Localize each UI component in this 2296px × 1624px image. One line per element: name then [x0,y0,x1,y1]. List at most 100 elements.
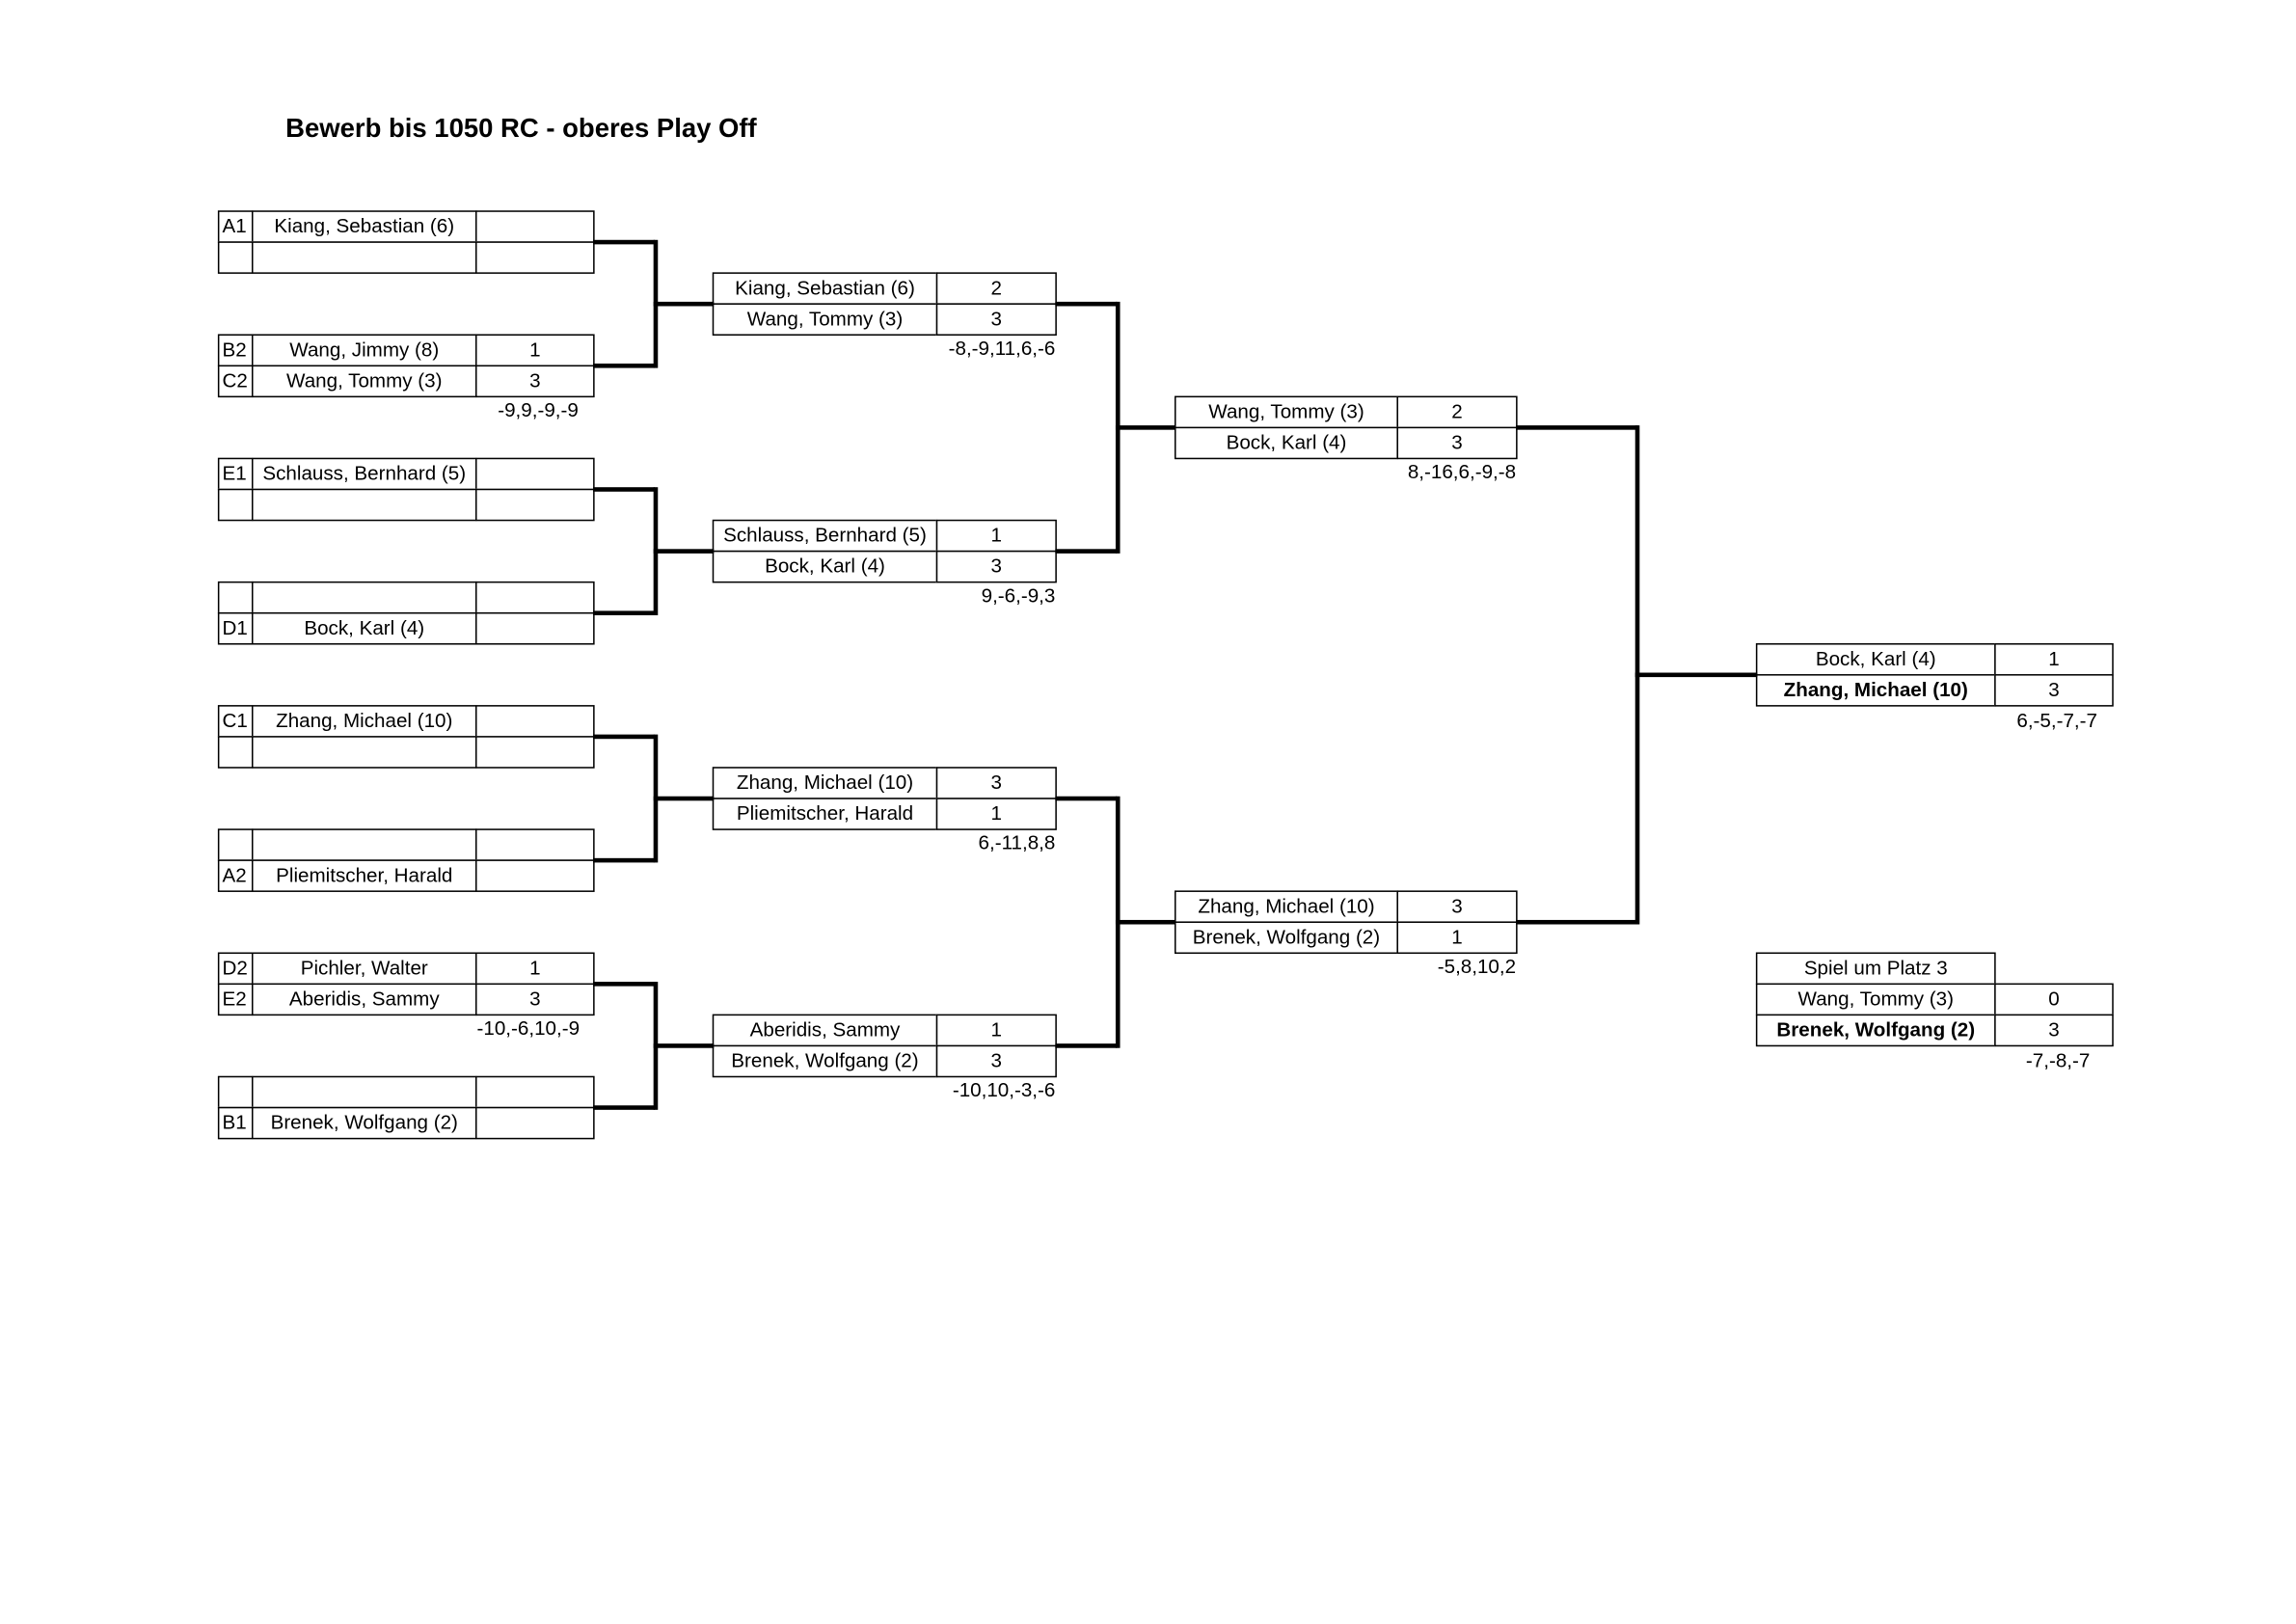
player-name-cell[interactable]: Bock, Karl (4) [251,611,477,645]
winner-name-cell[interactable]: Brenek, Wolfgang (2) [1755,1014,1996,1047]
set-scores [477,520,579,550]
player-name-cell[interactable]: Wang, Tommy (3) [251,365,477,398]
player-name-cell[interactable]: Kiang, Sebastian (6) [712,272,938,305]
player-name-cell[interactable] [251,1075,477,1109]
player-name-cell[interactable]: Aberidis, Sammy [251,983,477,1016]
player-name-cell[interactable]: Schlauss, Bernhard (5) [251,457,477,491]
score-cell[interactable]: 1 [1994,642,2114,676]
player-name-cell[interactable] [251,828,477,861]
bracket-connector [593,239,656,244]
set-scores: -8,-9,11,6,-6 [948,337,1056,360]
player-name-cell[interactable]: Zhang, Michael (10) [712,767,938,799]
set-scores [477,767,579,797]
seed-cell [217,1075,254,1109]
score-cell[interactable]: 3 [1994,674,2114,707]
player-name-cell[interactable]: Brenek, Wolfgang (2) [712,1044,938,1078]
score-cell[interactable]: 2 [935,272,1057,305]
player-name-cell[interactable]: Brenek, Wolfgang (2) [251,1106,477,1140]
bracket-connector [593,857,656,862]
seed-cell [217,736,254,769]
set-scores [477,1138,579,1168]
player-name-cell[interactable]: Bock, Karl (4) [1174,426,1398,460]
player-name-cell[interactable]: Wang, Tommy (3) [712,303,938,336]
player-name-cell[interactable]: Kiang, Sebastian (6) [251,210,477,243]
seed-cell: C2 [217,365,254,398]
score-cell[interactable] [474,1075,595,1109]
winner-name-cell[interactable]: Zhang, Michael (10) [1755,674,1996,707]
score-cell[interactable]: 1 [1396,921,1518,955]
set-scores: 6,-11,8,8 [978,831,1056,854]
seed-cell: D1 [217,611,254,645]
set-scores [477,890,579,920]
player-name-cell[interactable]: Wang, Tommy (3) [1755,983,1996,1016]
score-cell[interactable]: 1 [474,334,595,367]
player-name-cell[interactable]: Pliemitscher, Harald [712,798,938,830]
seed-cell: E1 [217,457,254,491]
score-cell[interactable] [474,828,595,861]
score-cell[interactable]: 3 [935,550,1057,583]
player-name-cell[interactable]: Schlauss, Bernhard (5) [712,519,938,553]
bracket-connector [1055,301,1118,306]
score-cell[interactable]: 2 [1396,395,1518,429]
player-name-cell[interactable]: Aberidis, Sammy [712,1014,938,1047]
seed-cell: D2 [217,952,254,986]
seed-cell: E2 [217,983,254,1016]
bracket-connector [1516,919,1638,924]
player-name-cell[interactable] [251,581,477,614]
bracket-connector [593,981,656,986]
player-name-cell[interactable]: Wang, Jimmy (8) [251,334,477,367]
player-name-cell[interactable] [251,488,477,522]
score-cell[interactable] [474,241,595,274]
player-name-cell[interactable]: Brenek, Wolfgang (2) [1174,921,1398,955]
score-cell[interactable]: 3 [474,983,595,1016]
score-cell[interactable] [474,210,595,243]
score-cell[interactable]: 3 [1396,890,1518,923]
player-name-cell[interactable]: Bock, Karl (4) [712,550,938,583]
player-name-cell[interactable] [251,241,477,274]
set-scores: -10,-6,10,-9 [476,1016,581,1040]
score-cell[interactable]: 3 [474,365,595,398]
bracket-connector [1055,548,1118,554]
score-cell[interactable]: 1 [935,1014,1057,1047]
score-cell[interactable] [474,488,595,522]
score-cell[interactable]: 3 [1396,426,1518,460]
player-name-cell[interactable]: Bock, Karl (4) [1755,642,1996,676]
bracket-connector [593,609,656,615]
set-scores: 9,-6,-9,3 [981,583,1056,607]
score-cell[interactable]: 3 [935,303,1057,336]
score-cell[interactable]: 1 [935,519,1057,553]
score-cell[interactable]: 3 [1994,1014,2114,1047]
score-cell[interactable] [474,1106,595,1140]
score-cell[interactable] [474,859,595,892]
player-name-cell[interactable]: Pliemitscher, Harald [251,859,477,892]
player-name-cell[interactable] [251,736,477,769]
player-name-cell[interactable]: Zhang, Michael (10) [251,705,477,738]
score-cell[interactable]: 0 [1994,983,2114,1016]
score-cell[interactable]: 1 [935,798,1057,830]
set-scores: 6,-5,-7,-7 [2016,709,2097,732]
score-cell[interactable] [474,611,595,645]
set-scores [477,643,579,673]
seed-cell [217,581,254,614]
score-cell[interactable]: 1 [474,952,595,986]
bracket-connector [652,301,714,306]
bracket-connector [652,795,714,800]
score-cell[interactable]: 3 [935,1044,1057,1078]
seed-cell: A1 [217,210,254,243]
bracket-connector [593,363,656,367]
score-cell[interactable] [474,736,595,769]
seed-cell [217,241,254,274]
score-cell[interactable] [474,581,595,614]
bracket-connector [1055,795,1118,800]
bracket-connector [1115,424,1175,429]
player-name-cell[interactable]: Wang, Tommy (3) [1174,395,1398,429]
score-cell[interactable] [474,457,595,491]
score-cell[interactable] [474,705,595,738]
player-name-cell[interactable]: Zhang, Michael (10) [1174,890,1398,923]
score-cell[interactable]: 3 [935,767,1057,799]
set-scores: -5,8,10,2 [1437,955,1517,978]
player-name-cell[interactable]: Pichler, Walter [251,952,477,986]
bracket-connector [593,1104,656,1110]
seed-cell: C1 [217,705,254,738]
